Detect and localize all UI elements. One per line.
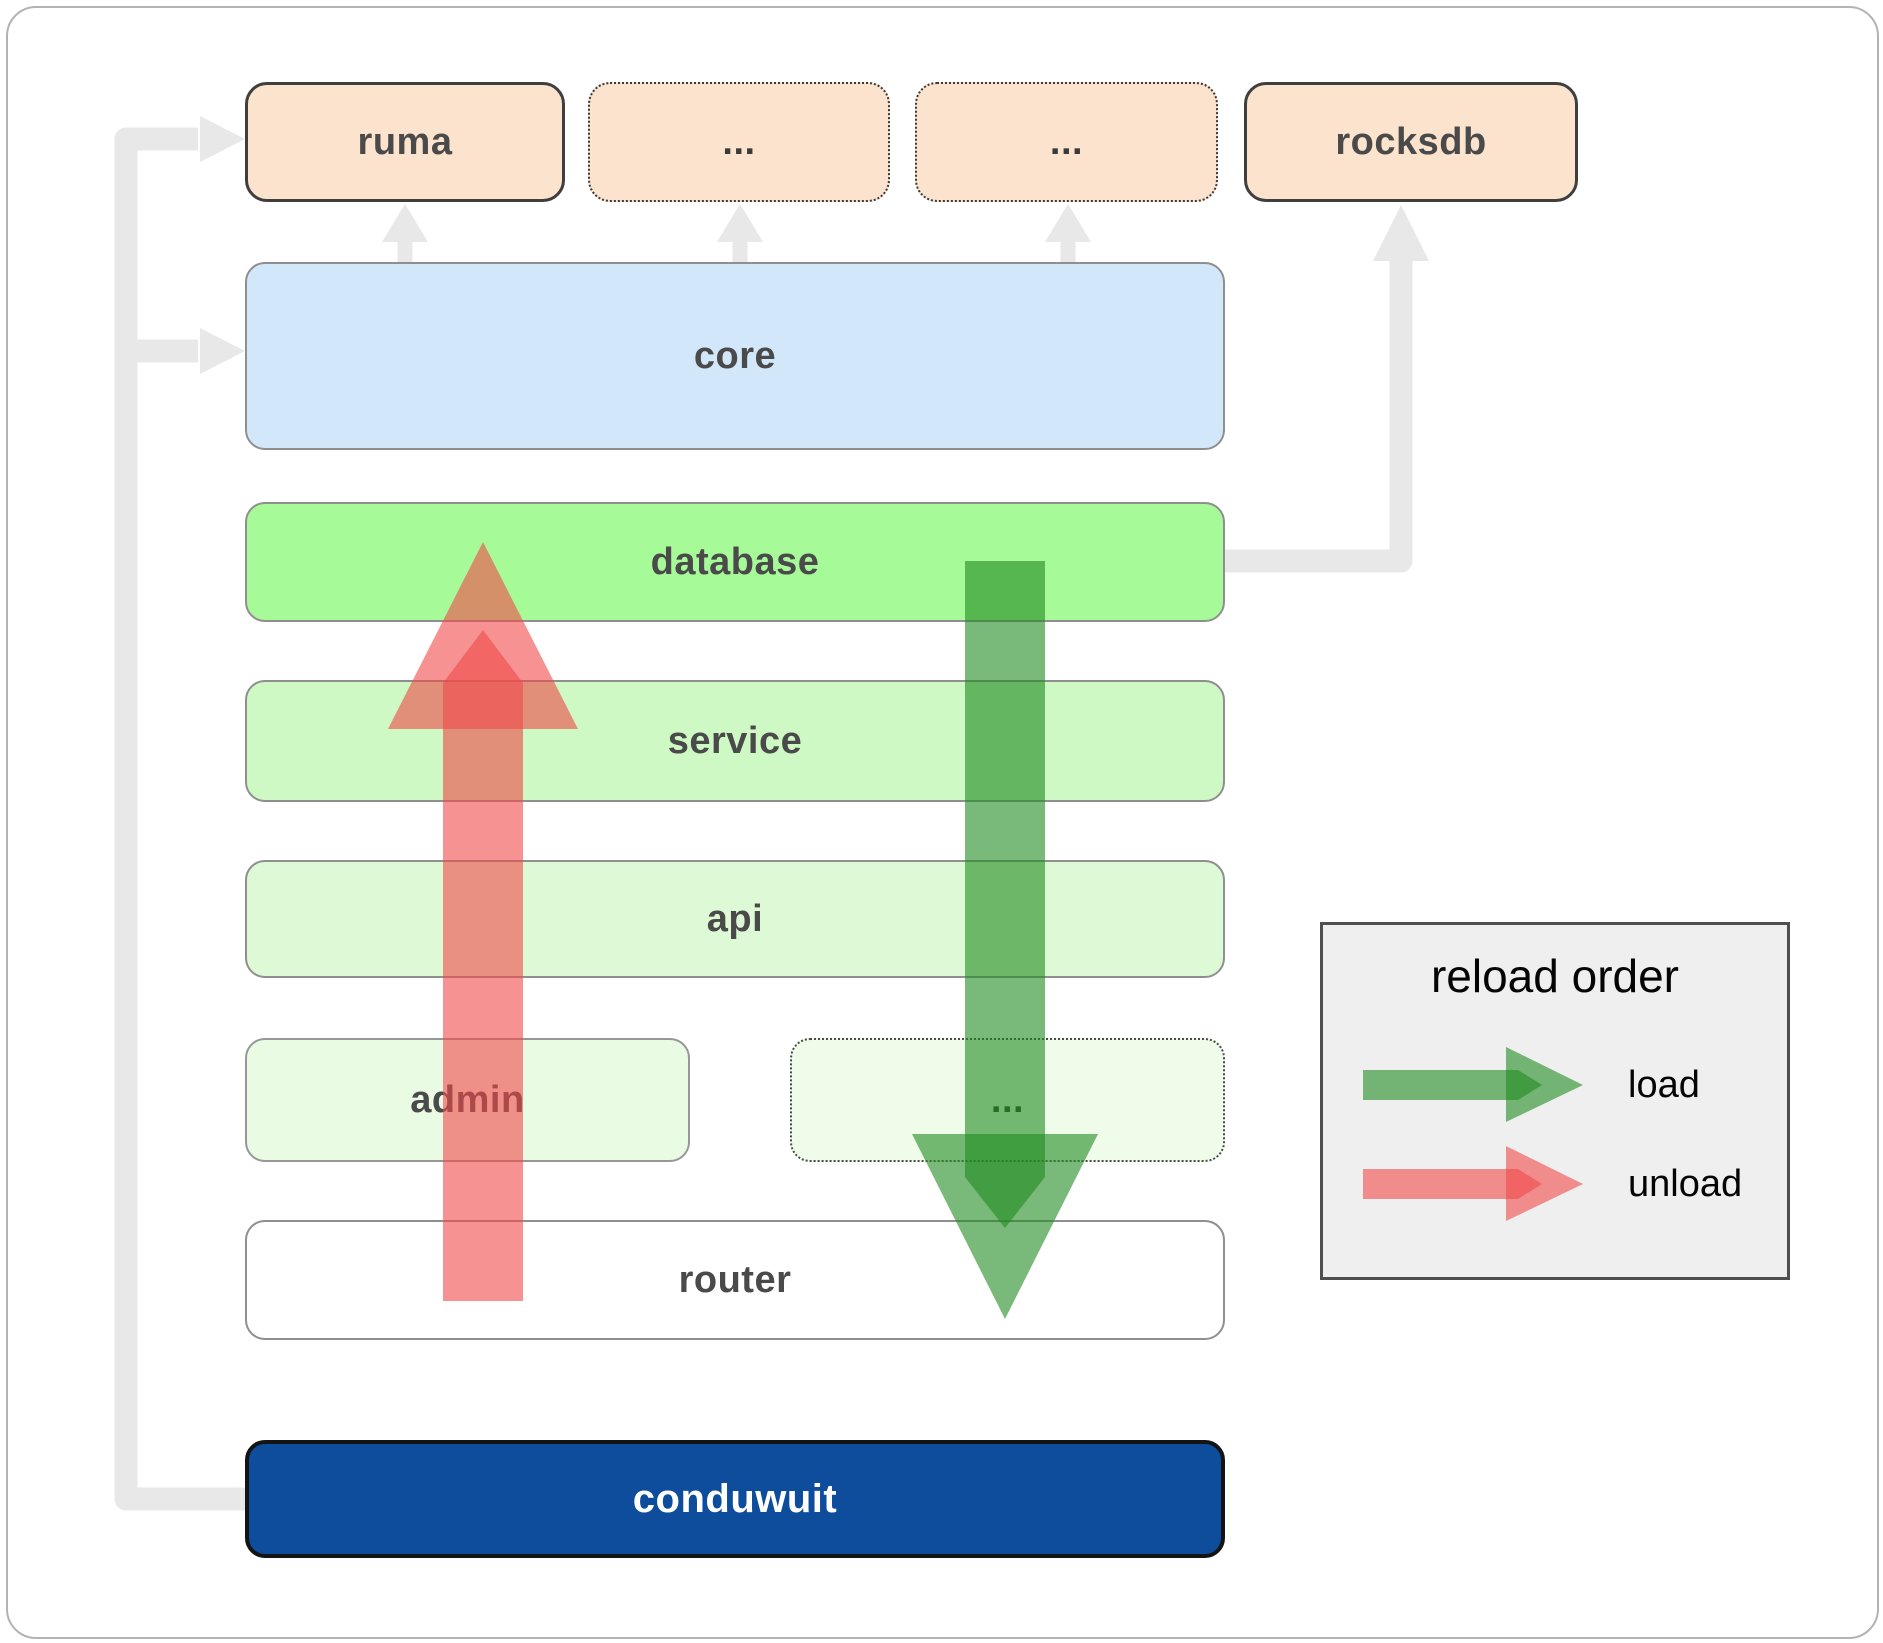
legend: reload order load unload — [1320, 922, 1790, 1280]
box-api: api — [245, 860, 1225, 978]
box-admin: admin — [245, 1038, 690, 1162]
box-admin-label: admin — [410, 1078, 525, 1121]
legend-unload-label: unload — [1628, 1162, 1743, 1205]
box-conduwuit: conduwuit — [245, 1440, 1225, 1558]
box-rocksdb-label: rocksdb — [1335, 120, 1487, 163]
box-rocksdb: rocksdb — [1244, 82, 1578, 202]
box-ellipsis-2-label: ... — [1049, 120, 1084, 163]
box-core: core — [245, 262, 1225, 450]
box-router-label: router — [678, 1258, 792, 1301]
box-conduwuit-label: conduwuit — [632, 1476, 838, 1521]
box-database-label: database — [650, 540, 820, 583]
box-ellipsis-3: ... — [790, 1038, 1225, 1162]
box-router: router — [245, 1220, 1225, 1340]
box-database: database — [245, 502, 1225, 622]
box-ruma-label: ruma — [357, 120, 453, 163]
legend-load-label: load — [1628, 1063, 1700, 1106]
box-api-label: api — [706, 897, 764, 940]
box-ellipsis-3-label: ... — [990, 1078, 1025, 1121]
box-ruma: ruma — [245, 82, 565, 202]
legend-arrows — [1363, 1047, 1583, 1221]
box-ellipsis-1-label: ... — [722, 120, 756, 163]
legend-unload-arrow-shaft — [1363, 1169, 1542, 1199]
legend-unload-arrow-head — [1506, 1146, 1583, 1221]
legend-title: reload order — [1430, 950, 1680, 1002]
box-ellipsis-2: ... — [915, 82, 1218, 202]
legend-load-arrow-head — [1506, 1047, 1583, 1122]
box-core-label: core — [693, 334, 777, 377]
legend-load-arrow-shaft — [1363, 1070, 1542, 1100]
box-ellipsis-1: ... — [588, 82, 890, 202]
outer-frame — [6, 6, 1879, 1639]
box-service-label: service — [667, 719, 803, 762]
box-service: service — [245, 680, 1225, 802]
